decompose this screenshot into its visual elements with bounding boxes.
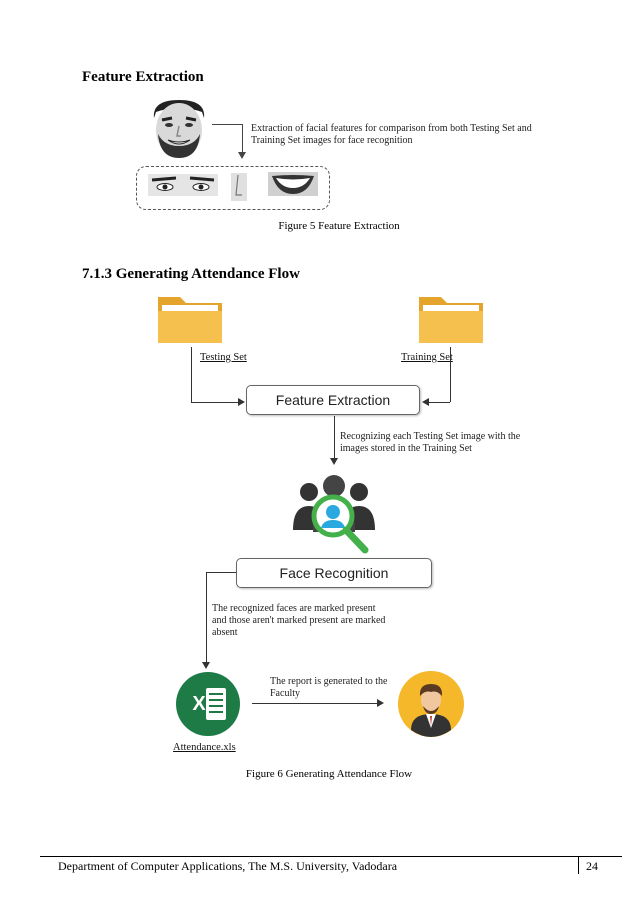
arrow-down-icon <box>330 458 338 465</box>
connector-line <box>206 572 207 664</box>
footer-text: Department of Computer Applications, The… <box>58 859 398 873</box>
features-dashed-box <box>136 166 330 210</box>
testing-set-label: Testing Set <box>200 352 247 363</box>
connector-line <box>252 703 378 704</box>
arrow-left-icon <box>422 398 429 406</box>
faculty-avatar-icon <box>398 671 464 737</box>
connector-line <box>191 347 192 402</box>
face-illustration-icon <box>148 98 210 160</box>
feature-extraction-note: Extraction of facial features for compar… <box>251 123 532 146</box>
spreadsheet-grid-icon <box>206 688 226 720</box>
training-set-label: Training Set <box>401 352 453 363</box>
connector-line <box>428 402 450 403</box>
arrow-right-icon <box>377 699 384 707</box>
mouth-icon <box>268 172 318 196</box>
connector-line <box>334 416 335 460</box>
connector-line <box>191 402 241 403</box>
section-heading-feature-extraction: Feature Extraction <box>82 69 204 85</box>
connector-line <box>212 124 242 125</box>
arrow-down-icon <box>202 662 210 669</box>
marked-note: The recognized faces are marked present … <box>212 603 386 638</box>
footer-divider <box>578 856 579 874</box>
arrow-right-icon <box>238 398 245 406</box>
figure-caption: Figure 5 Feature Extraction <box>278 220 400 232</box>
footer-rule <box>40 856 622 857</box>
figure-caption: Figure 6 Generating Attendance Flow <box>245 768 413 780</box>
section-heading-attendance-flow: 7.1.3 Generating Attendance Flow <box>82 266 300 282</box>
face-recognition-box: Face Recognition <box>236 558 432 588</box>
excel-file-icon: X <box>176 672 240 736</box>
page-number: 24 <box>586 859 598 873</box>
eyes-icon <box>148 174 218 196</box>
nose-icon <box>231 173 247 201</box>
attendance-file-label: Attendance.xls <box>173 742 236 753</box>
report-note: The report is generated to the Faculty <box>270 676 388 699</box>
face-search-group-icon <box>293 475 375 554</box>
folder-icon <box>419 297 483 343</box>
recognizing-note: Recognizing each Testing Set image with … <box>340 431 521 454</box>
arrow-down-icon <box>238 152 246 159</box>
connector-line <box>242 124 243 154</box>
excel-x-letter: X <box>192 693 206 715</box>
feature-extraction-box: Feature Extraction <box>246 385 420 415</box>
connector-line <box>206 572 236 573</box>
connector-line <box>450 347 451 402</box>
folder-icon <box>158 297 222 343</box>
